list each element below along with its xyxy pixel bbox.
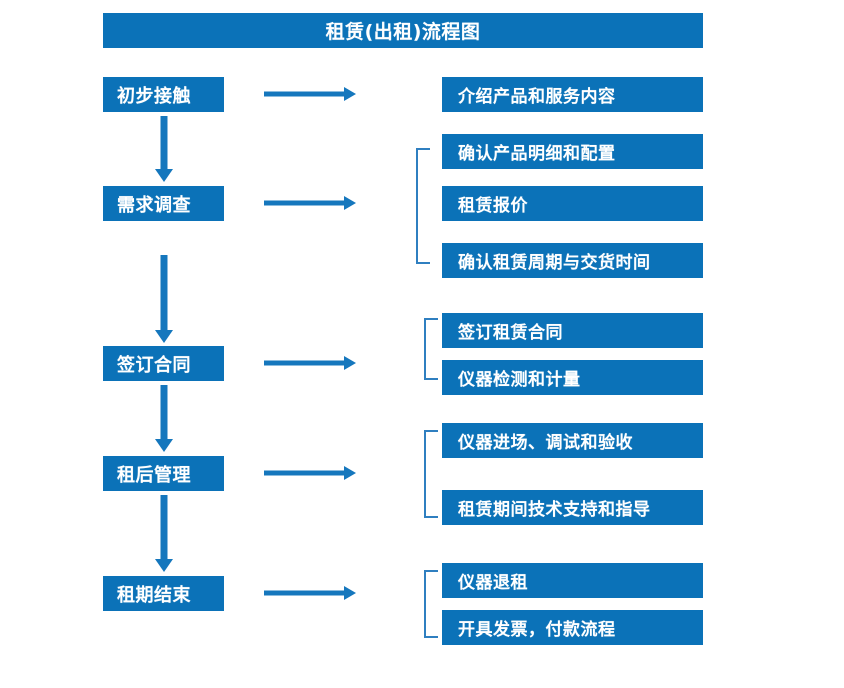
bracket-sign-contract-group xyxy=(424,318,438,380)
detail-box-confirm-rental-period[interactable]: 确认租赁周期与交货时间 xyxy=(442,243,703,278)
detail-box-instrument-inspection[interactable]: 仪器检测和计量 xyxy=(442,360,703,395)
right-arrow-from-rental-end xyxy=(264,586,356,600)
bracket-rental-end-group xyxy=(424,570,438,638)
stage-box-needs-survey[interactable]: 需求调查 xyxy=(103,186,224,221)
diagram-title: 租赁(出租)流程图 xyxy=(103,13,703,48)
bracket-post-rental-group xyxy=(424,430,438,518)
detail-box-rental-quotation[interactable]: 租赁报价 xyxy=(442,186,703,221)
detail-box-invoice-payment[interactable]: 开具发票，付款流程 xyxy=(442,610,703,645)
bracket-needs-survey-group xyxy=(416,148,430,264)
detail-box-instrument-return[interactable]: 仪器退租 xyxy=(442,563,703,598)
detail-box-sign-rental-contract[interactable]: 签订租赁合同 xyxy=(442,313,703,348)
stage-box-sign-contract[interactable]: 签订合同 xyxy=(103,346,224,381)
detail-box-technical-support[interactable]: 租赁期间技术支持和指导 xyxy=(442,490,703,525)
stage-box-initial-contact[interactable]: 初步接触 xyxy=(103,77,224,112)
down-arrow-contract-to-management xyxy=(152,385,176,452)
right-arrow-from-sign-contract xyxy=(264,356,356,370)
right-arrow-from-post-rental-management xyxy=(264,466,356,480)
detail-box-confirm-product-details[interactable]: 确认产品明细和配置 xyxy=(442,134,703,169)
stage-box-post-rental-management[interactable]: 租后管理 xyxy=(103,456,224,491)
right-arrow-from-needs-survey xyxy=(264,196,356,210)
detail-box-introduce-products[interactable]: 介绍产品和服务内容 xyxy=(442,77,703,112)
down-arrow-management-to-end xyxy=(152,495,176,572)
detail-box-instrument-entry-commissioning[interactable]: 仪器进场、调试和验收 xyxy=(442,423,703,458)
down-arrow-survey-to-contract xyxy=(152,255,176,343)
down-arrow-contact-to-survey xyxy=(152,116,176,182)
right-arrow-from-initial-contact xyxy=(264,87,356,101)
stage-box-rental-end[interactable]: 租期结束 xyxy=(103,576,224,611)
